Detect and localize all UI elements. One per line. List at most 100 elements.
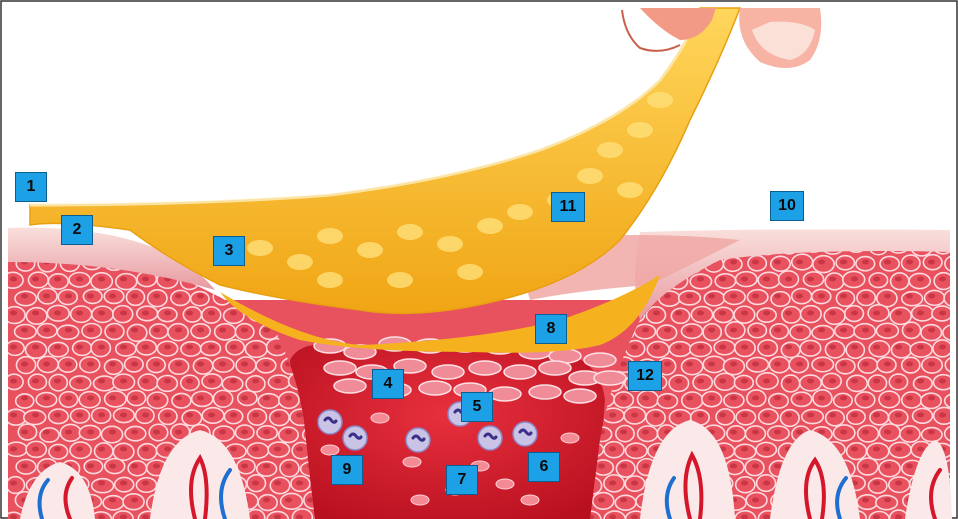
epidermal-cell <box>95 443 113 459</box>
migrating-cell <box>489 387 521 401</box>
epidermal-cell <box>128 461 146 476</box>
epidermal-cell <box>836 359 855 374</box>
epidermal-cell <box>716 409 735 425</box>
epidermal-cell <box>246 376 265 392</box>
epidermal-cell <box>913 376 932 390</box>
red-blood-cell <box>371 413 389 423</box>
epidermal-cell <box>847 443 867 460</box>
epidermal-cell <box>671 308 689 323</box>
epidermal-cell <box>771 256 790 271</box>
epidermal-cell <box>826 410 845 426</box>
epidermal-cell <box>193 358 212 374</box>
red-blood-cell <box>561 433 579 443</box>
epidermal-cell <box>270 477 290 493</box>
label-2: 2 <box>61 215 93 245</box>
red-blood-cell <box>496 479 514 489</box>
epidermal-cell <box>870 410 889 425</box>
epidermal-cell <box>825 273 844 290</box>
migrating-cell <box>584 353 616 367</box>
migrating-cell <box>469 361 501 375</box>
epidermal-cell <box>172 393 191 408</box>
epidermal-cell <box>138 444 157 460</box>
epidermal-cell <box>40 428 59 442</box>
migrating-cell <box>564 389 596 403</box>
label-7: 7 <box>446 465 478 495</box>
epidermal-cell <box>127 324 147 341</box>
migrating-cell <box>504 365 536 379</box>
epidermal-cell <box>921 393 941 408</box>
red-blood-cell <box>411 495 429 505</box>
epidermal-cell <box>26 341 47 358</box>
epidermal-cell <box>270 410 289 426</box>
migrating-cell <box>539 361 571 375</box>
red-blood-cell <box>403 457 421 467</box>
epidermal-cell <box>902 292 923 306</box>
epidermal-cell <box>869 341 889 357</box>
epidermal-cell <box>182 410 202 426</box>
epidermal-cell <box>780 410 799 427</box>
epidermal-cell <box>94 376 116 391</box>
label-9: 9 <box>331 455 363 485</box>
epidermal-cell <box>836 291 854 307</box>
label-3: 3 <box>213 236 245 266</box>
epidermal-cell <box>771 292 790 307</box>
epidermal-cell <box>879 460 900 477</box>
epidermal-cell <box>867 443 889 460</box>
label-6: 6 <box>528 452 560 482</box>
epidermal-cell <box>834 393 853 407</box>
epidermal-cell <box>868 478 886 493</box>
epidermal-cell <box>921 325 942 341</box>
epidermal-cell <box>782 375 800 392</box>
epidermal-cell <box>258 394 279 409</box>
red-blood-cell <box>321 445 339 455</box>
epidermal-cell <box>782 307 801 323</box>
white-blood-cell <box>318 410 342 434</box>
epidermal-cell <box>735 444 756 459</box>
epidermal-cell <box>116 274 137 290</box>
epidermal-cell <box>682 392 703 409</box>
epidermal-cell <box>813 256 834 273</box>
epidermal-cell <box>647 342 669 358</box>
label-8: 8 <box>535 314 567 344</box>
migrating-cell <box>334 379 366 393</box>
epidermal-cell <box>891 342 911 358</box>
epidermal-cell <box>657 325 677 340</box>
epidermal-cell <box>616 460 635 477</box>
migrating-cell <box>324 361 356 375</box>
epidermal-cell <box>113 443 134 460</box>
epidermal-cell <box>104 359 122 374</box>
red-blood-cell <box>521 495 539 505</box>
epidermal-cell <box>825 341 844 358</box>
epidermal-cell <box>890 307 911 324</box>
white-blood-cell <box>406 428 430 452</box>
migrating-cell <box>529 385 561 399</box>
epidermal-cell <box>846 342 864 359</box>
epidermal-cell <box>781 342 800 357</box>
epidermal-cell <box>889 410 908 426</box>
label-5: 5 <box>461 392 493 422</box>
label-10: 10 <box>770 191 804 221</box>
epidermal-cell <box>715 274 735 288</box>
migrating-cell <box>419 381 451 395</box>
epidermal-cell <box>183 307 201 322</box>
label-1: 1 <box>15 172 47 202</box>
migrating-cell <box>594 371 626 385</box>
epidermal-cell <box>682 358 703 374</box>
label-4: 4 <box>372 369 404 399</box>
epidermal-cell <box>615 495 636 510</box>
epidermal-cell <box>101 426 122 442</box>
epidermal-cell <box>925 290 945 305</box>
epidermal-cell <box>847 375 867 391</box>
label-12: 12 <box>628 361 662 391</box>
white-blood-cell <box>478 426 502 450</box>
epidermal-cell <box>48 274 68 289</box>
epidermal-cell <box>910 342 932 357</box>
epidermal-cell <box>15 291 36 305</box>
epidermal-cell <box>258 495 277 511</box>
epidermal-cell <box>704 291 724 306</box>
epidermal-cell <box>824 308 845 325</box>
white-blood-cell <box>343 426 367 450</box>
label-11: 11 <box>551 192 585 222</box>
